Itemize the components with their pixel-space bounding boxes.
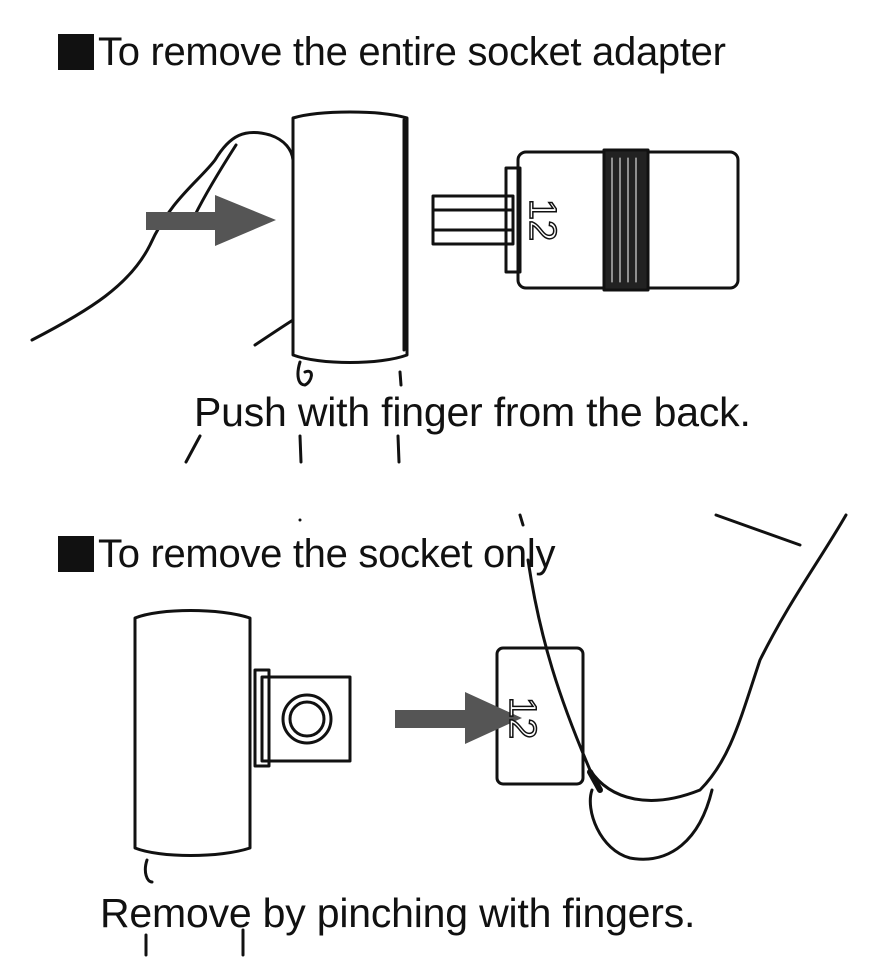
section2-heading: To remove the socket only [58, 534, 555, 574]
adapter-bottom [296, 360, 313, 387]
drive-ball [281, 693, 333, 745]
hand-lower [253, 318, 295, 347]
arrow-push [146, 195, 276, 246]
hex-bit [431, 194, 515, 246]
hand-outline [30, 130, 295, 342]
square-drive [253, 668, 271, 768]
section2-heading-text: To remove the socket only [98, 532, 556, 576]
section1-heading-text: To remove the entire socket adapter [98, 30, 726, 74]
section2-caption: Remove by pinching with fingers. [100, 890, 696, 936]
section1-caption: Push with finger from the back. [190, 392, 755, 433]
socket-marking-2: 12 [501, 697, 543, 739]
adapter-body-2 [133, 609, 252, 857]
square-bullet-icon [58, 34, 94, 70]
adapter-body [291, 110, 409, 364]
square-bullet-icon [58, 536, 94, 572]
finger-line [193, 143, 238, 217]
section1-heading: To remove the entire socket adapter [58, 32, 726, 72]
arrow-pull [395, 692, 522, 744]
finger-upper [526, 513, 848, 802]
socket-marking-1: 12 [521, 199, 563, 241]
finger-lower [588, 788, 714, 861]
